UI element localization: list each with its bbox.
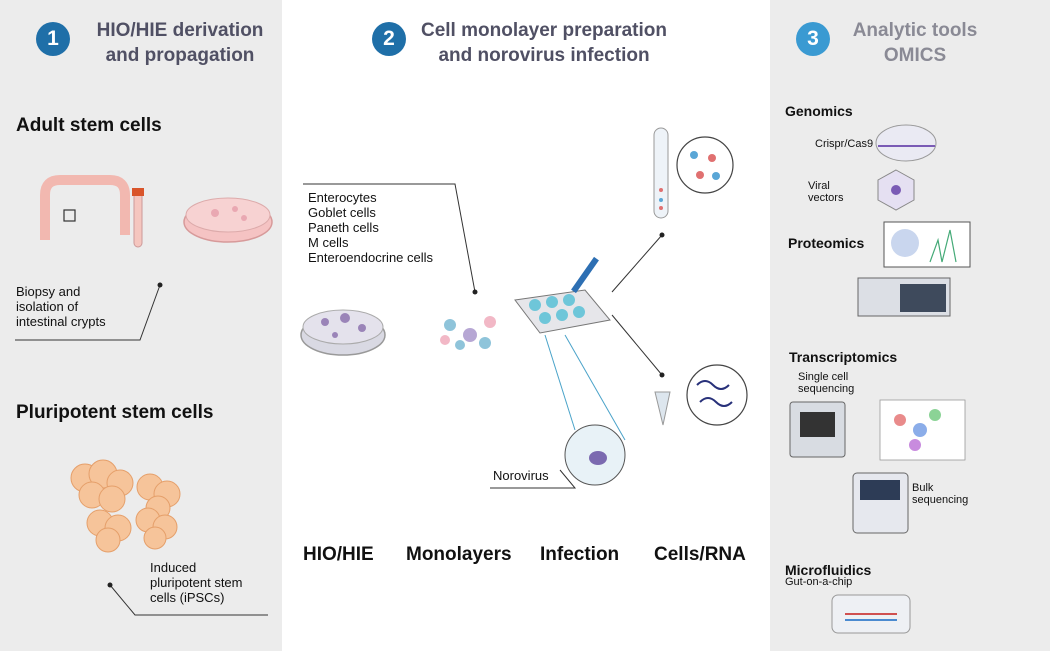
step-badge-2: 2 <box>372 22 406 56</box>
infected-well-zoom <box>564 424 626 486</box>
analytics-panel <box>770 0 1050 651</box>
colon-icon <box>40 175 130 240</box>
norovirus-label: Norovirus <box>493 468 549 483</box>
step-badge-1: 1 <box>36 22 70 56</box>
celltype-leader <box>303 183 476 293</box>
crispr-icon <box>875 124 937 162</box>
monolayer-title-line1: Cell monolayer preparation <box>420 20 667 41</box>
bottom-label-hio: HIO/HIE <box>303 544 374 565</box>
sample-tube-icon <box>132 188 144 248</box>
ipsc-label: Induced pluripotent stem cells (iPSCs) <box>150 560 243 605</box>
ipsc-cluster-icon <box>70 459 181 553</box>
organoid-dish-icon <box>183 197 273 243</box>
mass-spec-icon <box>857 221 971 317</box>
monolayer-cells-icon <box>440 316 496 350</box>
transcriptomics-heading: Transcriptomics <box>789 349 898 365</box>
monolayer-title: Cell monolayer preparation and norovirus… <box>410 18 678 68</box>
analytics-title-line2: OMICS <box>883 45 947 66</box>
rna-tube-icon <box>654 364 748 426</box>
derivation-panel <box>0 0 282 651</box>
viral-vector-icon <box>877 169 915 211</box>
derivation-title-line2: and propagation <box>105 45 255 66</box>
single-cell-label: Single cell sequencing <box>798 371 855 395</box>
gut-chip-icon <box>831 594 911 634</box>
cell-types-list: Enterocytes Goblet cells Paneth cells M … <box>308 190 434 265</box>
crispr-label: Crispr/Cas9 <box>815 138 874 150</box>
bulk-sequencer-icon <box>852 472 909 534</box>
analytics-title-line1: Analytic tools <box>852 20 978 41</box>
hio-dish-icon <box>300 309 386 356</box>
tsne-plot-icon <box>879 399 966 461</box>
pluripotent-stem-cells-heading: Pluripotent stem cells <box>16 402 214 423</box>
proteomics-heading: Proteomics <box>788 235 865 251</box>
biopsy-leader <box>15 284 161 341</box>
well-plate-icon <box>514 256 611 334</box>
single-cell-sequencer-icon <box>789 401 846 458</box>
microfluidics-heading: Microfluidics <box>785 562 872 578</box>
step-badge-3: 3 <box>796 22 830 56</box>
bottom-label-cells-rna: Cells/RNA <box>654 544 746 565</box>
biopsy-label: Biopsy and isolation of intestinal crypt… <box>16 284 106 329</box>
derivation-title: HIO/HIE derivation and propagation <box>80 18 280 68</box>
adult-stem-cells-heading: Adult stem cells <box>16 115 162 136</box>
bottom-label-infection: Infection <box>540 544 620 565</box>
bottom-label-monolayers: Monolayers <box>406 544 512 565</box>
derivation-title-line1: HIO/HIE derivation <box>96 20 264 41</box>
gut-on-a-chip-label: Gut-on-a-chip <box>785 576 853 588</box>
monolayer-title-line2: and norovirus infection <box>438 45 650 66</box>
analytics-title: Analytic tools OMICS <box>840 18 990 68</box>
viral-vectors-label: Viral vectors <box>808 180 844 204</box>
genomics-heading: Genomics <box>785 103 853 119</box>
cell-tube-icon <box>653 127 734 219</box>
bulk-sequencing-label: Bulk sequencing <box>912 482 969 506</box>
